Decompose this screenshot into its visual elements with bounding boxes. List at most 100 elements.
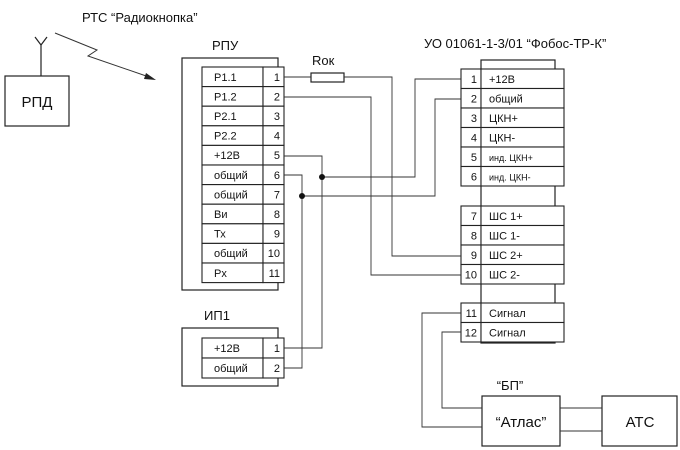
- receiver-terminal-1: Р1.1 1: [201, 66, 285, 88]
- terminal-number: 2: [274, 91, 280, 103]
- bp-label: “БП”: [497, 378, 524, 393]
- controller-housing: [480, 59, 556, 344]
- terminal-name: +12В: [489, 74, 515, 86]
- terminal-name: Тх: [214, 229, 226, 241]
- terminal-number: 5: [274, 150, 280, 162]
- controller-terminal-12: 12 Сигнал: [460, 321, 565, 343]
- terminal-number: 9: [274, 229, 280, 241]
- controller-terminal-7: 7 ШС 1+: [460, 205, 565, 227]
- terminal-name: общий: [214, 248, 248, 260]
- terminal-number: 10: [268, 248, 280, 260]
- terminal-number: 4: [471, 132, 477, 144]
- receiver-terminal-11: Рх 11: [201, 262, 285, 284]
- terminal-name: Сигнал: [489, 308, 526, 320]
- wires: [284, 76, 482, 428]
- terminal-name: инд. ЦКН-: [489, 172, 531, 182]
- terminal-number: 5: [471, 152, 477, 164]
- terminal-name: ШС 2+: [489, 250, 523, 262]
- terminal-name: Р1.1: [214, 72, 237, 84]
- radio-link-icon: [54, 32, 153, 79]
- terminal-number: 7: [274, 189, 280, 201]
- terminal-name-cell: [201, 203, 264, 225]
- controller-terminal-4: 4 ЦКН-: [460, 126, 565, 148]
- receiver-terminal-9: Тх 9: [201, 223, 285, 244]
- terminal-number: 9: [471, 250, 477, 262]
- terminal-name: ШС 1+: [489, 211, 523, 223]
- atlas-label: “Атлас”: [496, 414, 547, 431]
- terminal-number: 8: [471, 230, 477, 242]
- terminal-name-cell: [480, 321, 565, 343]
- terminal-name-cell: [201, 223, 264, 244]
- terminal-number: 6: [274, 170, 280, 182]
- receiver-terminal-7: общий 7: [201, 184, 285, 205]
- terminal-number: 1: [471, 74, 477, 86]
- controller-terminal-9: 9 ШС 2+: [460, 244, 565, 266]
- terminal-number: 11: [269, 268, 280, 280]
- terminal-name: ЦКН-: [489, 132, 515, 144]
- terminal-number: 2: [471, 93, 477, 105]
- terminal-number: 11: [466, 308, 477, 320]
- wire-rpu2-uo10: [284, 96, 461, 276]
- junction-node-common: [299, 193, 305, 199]
- resistor-rok: [310, 72, 345, 83]
- terminal-number: 7: [471, 211, 477, 223]
- ats-label: АТС: [626, 414, 655, 431]
- terminal-name: ШС 2-: [489, 269, 520, 281]
- atlas-box: [481, 395, 561, 447]
- terminal-number: 4: [274, 131, 280, 143]
- receiver-terminal-3: Р2.1 3: [201, 105, 285, 127]
- terminal-name: инд. ЦКН+: [489, 153, 533, 163]
- power-supply-terminal-block: +12В 1 общий 2: [201, 337, 285, 379]
- power-supply-title: ИП1: [204, 308, 230, 323]
- terminal-name: Р2.2: [214, 131, 237, 143]
- receiver-terminal-5: +12В 5: [201, 144, 285, 166]
- ats-box: [601, 395, 678, 447]
- terminal-name: общий: [214, 363, 248, 375]
- receiver-title: РПУ: [212, 38, 239, 53]
- terminal-number: 1: [274, 72, 280, 84]
- terminal-name: ЦКН+: [489, 113, 518, 125]
- controller-terminal-11: 11 Сигнал: [460, 302, 565, 324]
- terminal-name-cell: [201, 262, 264, 284]
- terminal-name: Сигнал: [489, 327, 526, 339]
- terminal-number: 8: [274, 209, 280, 221]
- wire-rpu5-ip1: [284, 155, 323, 349]
- terminal-name: +12В: [214, 343, 240, 355]
- wire-resistor-uo9: [344, 76, 461, 257]
- wire-node-uo1: [322, 78, 461, 178]
- terminal-name: Р2.1: [214, 111, 237, 123]
- transmitter-block: РПД: [4, 36, 70, 127]
- controller-terminal-6: 6 инд. ЦКН-: [460, 165, 565, 187]
- wire-rpu6-ip2: [284, 174, 303, 369]
- controller-terminal-5: 5 инд. ЦКН+: [460, 146, 565, 168]
- controller-title: УО 01061-1-3/01 “Фобос-ТР-К”: [424, 36, 606, 51]
- controller-terminal-3: 3 ЦКН+: [460, 107, 565, 129]
- terminal-name: +12В: [214, 150, 240, 162]
- terminal-number-cell: [262, 262, 285, 284]
- terminal-number: 1: [274, 343, 280, 355]
- radio-arrow-icon: [144, 73, 156, 80]
- system-title: РТС “Радиокнопка”: [82, 10, 198, 25]
- transmitter-label: РПД: [22, 94, 53, 111]
- terminal-number: 2: [274, 363, 280, 375]
- terminal-name: общий: [214, 189, 248, 201]
- wire-uo12-atlas: [441, 331, 482, 409]
- terminal-name: Рх: [214, 268, 227, 280]
- receiver-terminal-4: Р2.2 4: [201, 125, 285, 146]
- terminal-name: Ви: [214, 209, 227, 221]
- antenna-icon: [34, 36, 48, 46]
- terminal-number: 3: [274, 111, 280, 123]
- terminal-number: 6: [471, 171, 477, 183]
- receiver-terminal-8: Ви 8: [201, 203, 285, 225]
- terminal-name: Р1.2: [214, 91, 237, 103]
- terminal-number: 12: [465, 327, 477, 339]
- resistor-label: Rок: [312, 53, 335, 68]
- terminal-number: 3: [471, 113, 477, 125]
- wire-uo11-atlas: [421, 312, 482, 428]
- terminal-name-cell: [480, 165, 565, 187]
